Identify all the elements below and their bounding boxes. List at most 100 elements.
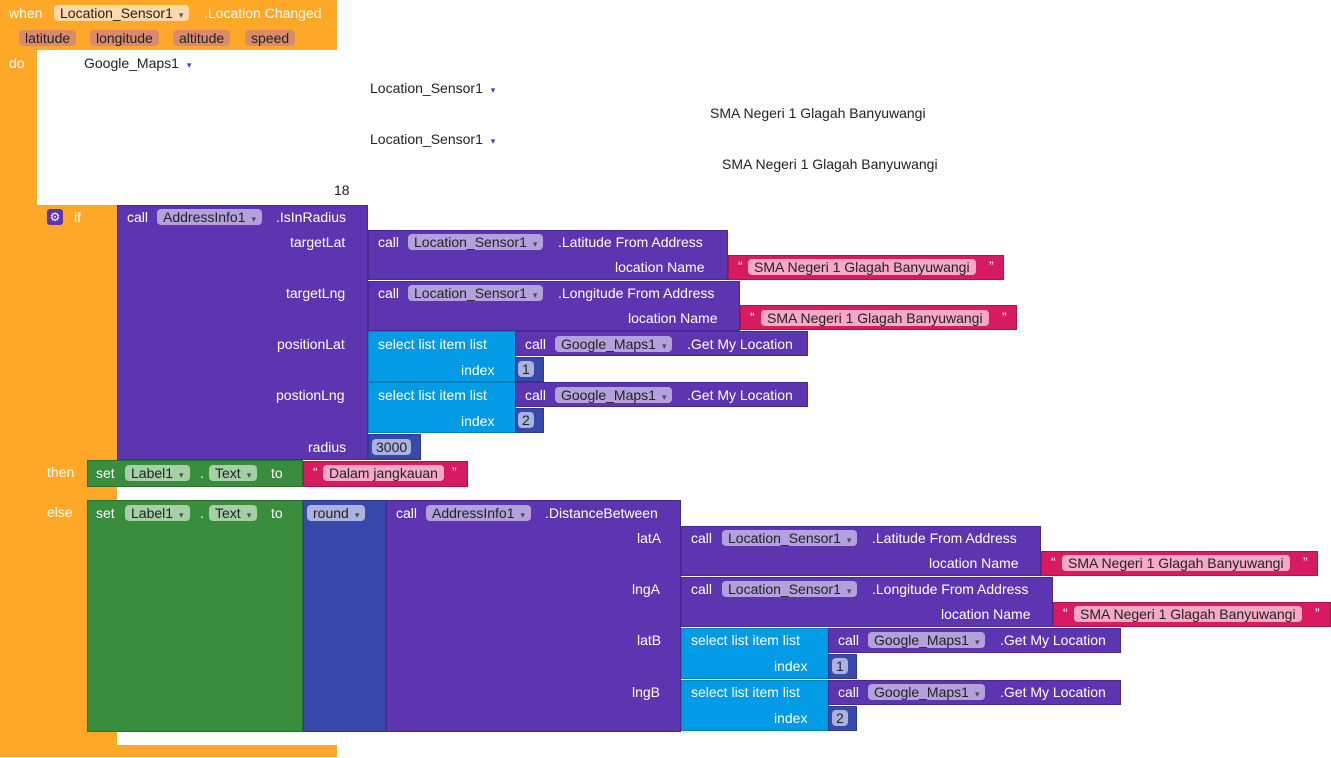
text-value[interactable]: SMA Negeri 1 Glagah Banyuwangi	[761, 310, 989, 326]
set-label-text-block[interactable]	[87, 500, 303, 732]
call-label: call	[378, 285, 400, 301]
text-value[interactable]: SMA Negeri 1 Glagah Banyuwangi	[1074, 606, 1302, 622]
param-longitude[interactable]: longitude	[90, 30, 159, 46]
number-value[interactable]: 2	[832, 710, 848, 726]
method-name: .IsInRadius	[276, 209, 347, 225]
location-name-label: location Name	[628, 310, 718, 326]
call-label: call	[396, 505, 418, 521]
address-text-1: SMA Negeri 1 Glagah Banyuwangi	[710, 105, 926, 121]
location-name-label: location Name	[941, 606, 1031, 622]
label-dropdown[interactable]: Label1▾	[125, 465, 190, 481]
event-name: .Location Changed	[204, 5, 322, 21]
index-label: index	[774, 710, 808, 726]
distance-between-block[interactable]	[386, 500, 681, 732]
component-dropdown[interactable]: Location_Sensor1▾	[54, 5, 190, 21]
addressinfo-dropdown[interactable]: AddressInfo1▾	[157, 209, 263, 225]
maps-dropdown[interactable]: Google_Maps1▾	[555, 336, 673, 352]
call-label: call	[525, 336, 547, 352]
quote-close: ”	[1315, 605, 1320, 621]
quote-open: “	[738, 258, 743, 274]
index-label: index	[774, 658, 808, 674]
location-name-label: location Name	[615, 259, 705, 275]
method-name: .Get My Location	[687, 387, 793, 403]
maps-dropdown[interactable]: Google_Maps1▾	[555, 387, 673, 403]
select-label: select list item list	[378, 387, 487, 403]
set-label-text-block[interactable]	[87, 460, 303, 487]
method-name: .Latitude From Address	[872, 530, 1017, 546]
sensor-dropdown[interactable]: Location_Sensor1▾	[722, 530, 858, 546]
select-list-item-block[interactable]	[368, 331, 516, 382]
label-dropdown[interactable]: Label1▾	[125, 505, 190, 521]
event-block-bottom	[0, 745, 337, 757]
select-list-item-block[interactable]	[368, 382, 516, 433]
quote-close: ”	[1002, 309, 1007, 325]
quote-open: “	[750, 309, 755, 325]
text-value[interactable]: SMA Negeri 1 Glagah Banyuwangi	[1062, 555, 1290, 571]
index-label: index	[461, 362, 495, 378]
call-label: call	[525, 387, 547, 403]
maps-component-text[interactable]: Google_Maps1 ▾	[84, 55, 192, 71]
positionlng-label: postionLng	[276, 387, 345, 403]
then-label: then	[47, 464, 75, 480]
lata-label: latA	[637, 530, 662, 546]
addressinfo-dropdown[interactable]: AddressInfo1▾	[426, 505, 532, 521]
radius-value[interactable]: 3000	[372, 439, 412, 455]
param-altitude[interactable]: altitude	[173, 30, 231, 46]
call-label: call	[691, 581, 713, 597]
method-name: .Get My Location	[687, 336, 793, 352]
select-label: select list item list	[691, 632, 800, 648]
longitude-from-address-block[interactable]	[368, 281, 740, 331]
call-label: call	[838, 684, 860, 700]
call-label: call	[127, 209, 149, 225]
maps-dropdown[interactable]: Google_Maps1▾	[868, 684, 986, 700]
lngb-label: lngB	[632, 684, 661, 700]
sensor-dropdown[interactable]: Location_Sensor1▾	[722, 581, 858, 597]
quote-close: ”	[1303, 554, 1308, 570]
dot: .	[200, 505, 204, 521]
select-label: select list item list	[378, 336, 487, 352]
radius-label: radius	[308, 439, 347, 455]
maps-dropdown[interactable]: Google_Maps1▾	[868, 632, 986, 648]
is-in-radius-block[interactable]	[117, 205, 368, 460]
number-value[interactable]: 1	[832, 658, 848, 674]
number-value[interactable]: 2	[518, 412, 534, 428]
property-dropdown[interactable]: Text▾	[209, 465, 258, 481]
text-value[interactable]: SMA Negeri 1 Glagah Banyuwangi	[748, 259, 976, 275]
set-label: set	[96, 505, 115, 521]
method-name: .Longitude From Address	[558, 285, 715, 301]
sensor-component-text-2[interactable]: Location_Sensor1 ▾	[370, 131, 496, 147]
latb-label: latB	[637, 632, 662, 648]
number-value[interactable]: 1	[518, 361, 534, 377]
when-label: when	[9, 5, 43, 21]
method-name: .Get My Location	[1000, 684, 1106, 700]
param-speed[interactable]: speed	[245, 30, 296, 46]
round-dropdown[interactable]: round▾	[307, 505, 366, 521]
sensor-component-text[interactable]: Location_Sensor1 ▾	[370, 80, 496, 96]
round-block[interactable]	[303, 500, 386, 732]
latitude-from-address-block[interactable]	[368, 230, 728, 280]
quote-open: “	[1051, 554, 1056, 570]
param-latitude[interactable]: latitude	[19, 30, 77, 46]
select-label: select list item list	[691, 684, 800, 700]
call-label: call	[378, 234, 400, 250]
sensor-dropdown[interactable]: Location_Sensor1▾	[408, 234, 544, 250]
if-else-divider	[87, 487, 117, 500]
property-dropdown[interactable]: Text▾	[209, 505, 258, 521]
sensor-dropdown[interactable]: Location_Sensor1▾	[408, 285, 544, 301]
zoom-number: 18	[334, 182, 350, 198]
gear-icon[interactable]: ⚙	[47, 209, 63, 225]
event-block-do-column	[0, 50, 37, 757]
else-label: else	[47, 504, 73, 520]
text-value[interactable]: Dalam jangkauan	[323, 465, 444, 481]
set-label: set	[96, 465, 115, 481]
select-list-item-block[interactable]	[681, 680, 829, 731]
quote-open: “	[1063, 605, 1068, 621]
dot: .	[200, 465, 204, 481]
call-label: call	[838, 632, 860, 648]
targetlng-label: targetLng	[286, 285, 346, 301]
quote-close: ”	[989, 258, 994, 274]
positionlat-label: positionLat	[277, 336, 345, 352]
quote-open: “	[313, 464, 318, 480]
select-list-item-block[interactable]	[681, 628, 829, 679]
to-label: to	[271, 465, 283, 481]
